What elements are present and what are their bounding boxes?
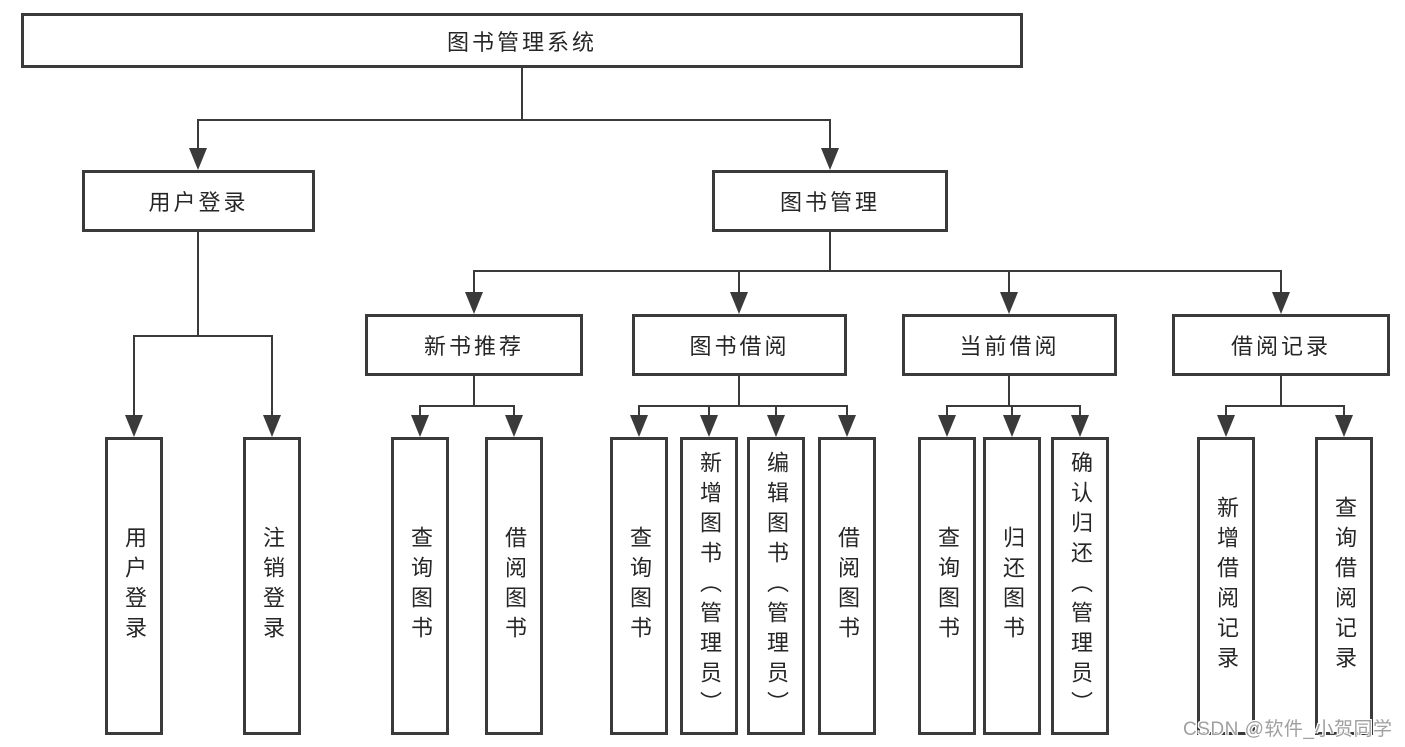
node-label: 新增借阅记录 [1214, 496, 1239, 676]
arrowhead-down-icon [1272, 292, 1290, 314]
connector-stem [513, 405, 515, 417]
connector-stem [133, 335, 135, 417]
connector-stem [1079, 405, 1081, 417]
node-label: 图书借阅 [689, 334, 790, 359]
node-current-borrowing: 当前借阅 [902, 314, 1117, 376]
connector-stem [419, 405, 421, 417]
connector-book-mgmt-trunk [829, 232, 831, 272]
connector-stem [1225, 405, 1227, 417]
leaf-add-books-admin: 新增图书（管理员） [680, 437, 738, 735]
node-label: 借阅图书 [835, 526, 860, 646]
connector-level2-branch [197, 119, 831, 121]
connector-user-login-trunk [197, 232, 199, 337]
node-label: 新书推荐 [423, 334, 524, 359]
connector-records-trunk [1280, 376, 1282, 407]
node-book-borrowing: 图书借阅 [632, 314, 847, 376]
connector-stem [738, 270, 740, 294]
arrowhead-down-icon [630, 415, 648, 437]
node-label: 确认归还（管理员） [1068, 451, 1093, 721]
arrowhead-down-icon [730, 292, 748, 314]
node-label: 新增图书（管理员） [697, 451, 722, 721]
connector-current-trunk [1008, 376, 1010, 407]
connector-stem [775, 405, 777, 417]
node-label: 编辑图书（管理员） [764, 451, 789, 721]
node-label: 用户登录 [122, 526, 147, 646]
leaf-edit-books-admin: 编辑图书（管理员） [747, 437, 805, 735]
arrowhead-down-icon [1335, 415, 1353, 437]
csdn-watermark: CSDN @软件_小贺同学 [1183, 719, 1393, 740]
arrowhead-down-icon [767, 415, 785, 437]
connector-borrowing-branch [638, 405, 848, 407]
connector-stem [197, 119, 199, 152]
arrowhead-down-icon [1000, 292, 1018, 314]
connector-root-trunk [521, 68, 523, 120]
connector-stem [1280, 270, 1282, 294]
leaf-return-books: 归还图书 [983, 437, 1041, 735]
arrowhead-down-icon [821, 148, 839, 170]
node-label: 查询借阅记录 [1332, 496, 1357, 676]
node-label: 借阅记录 [1230, 334, 1331, 359]
connector-records-branch [1225, 405, 1345, 407]
arrowhead-down-icon [1071, 415, 1089, 437]
connector-recommend-branch [419, 405, 515, 407]
leaf-logout-login: 注销登录 [243, 437, 301, 735]
node-label: 查询图书 [408, 526, 433, 646]
connector-level3-branch [473, 270, 1282, 272]
node-book-management: 图书管理 [712, 170, 948, 232]
arrowhead-down-icon [505, 415, 523, 437]
connector-stem [473, 270, 475, 294]
node-label: 查询图书 [627, 526, 652, 646]
connector-stem [946, 405, 948, 417]
leaf-borrowing-borrow-books: 借阅图书 [818, 437, 876, 735]
leaf-user-login: 用户登录 [105, 437, 163, 735]
connector-user-login-branch [133, 335, 273, 337]
arrowhead-down-icon [125, 415, 143, 437]
node-label: 图书管理 [779, 190, 880, 215]
leaf-current-query-books: 查询图书 [918, 437, 976, 735]
arrowhead-down-icon [938, 415, 956, 437]
leaf-recommend-query-books: 查询图书 [391, 437, 449, 735]
arrowhead-down-icon [263, 415, 281, 437]
node-label: 用户登录 [148, 190, 249, 215]
node-borrowing-records: 借阅记录 [1172, 314, 1390, 376]
connector-stem [1011, 405, 1013, 417]
connector-current-branch [946, 405, 1081, 407]
node-label: 查询图书 [935, 526, 960, 646]
connector-recommend-trunk [473, 376, 475, 407]
node-label: 注销登录 [260, 526, 285, 646]
connector-stem [1343, 405, 1345, 417]
arrowhead-down-icon [700, 415, 718, 437]
node-new-book-recommendation: 新书推荐 [365, 314, 583, 376]
leaf-recommend-borrow-books: 借阅图书 [485, 437, 543, 735]
connector-stem [846, 405, 848, 417]
arrowhead-down-icon [465, 292, 483, 314]
arrowhead-down-icon [1217, 415, 1235, 437]
connector-stem [638, 405, 640, 417]
arrowhead-down-icon [411, 415, 429, 437]
connector-stem [271, 335, 273, 417]
connector-borrowing-trunk [738, 376, 740, 407]
leaf-confirm-return-admin: 确认归还（管理员） [1051, 437, 1109, 735]
connector-stem [829, 119, 831, 152]
arrowhead-down-icon [189, 148, 207, 170]
node-label: 当前借阅 [959, 334, 1060, 359]
connector-stem [708, 405, 710, 417]
leaf-add-borrow-record: 新增借阅记录 [1197, 437, 1255, 735]
node-user-login: 用户登录 [82, 170, 315, 232]
node-label: 借阅图书 [502, 526, 527, 646]
arrowhead-down-icon [838, 415, 856, 437]
leaf-query-borrow-record: 查询借阅记录 [1315, 437, 1373, 735]
connector-stem [1008, 270, 1010, 294]
node-library-management-system: 图书管理系统 [21, 13, 1023, 68]
node-label: 图书管理系统 [446, 29, 597, 55]
arrowhead-down-icon [1003, 415, 1021, 437]
leaf-borrowing-query-books: 查询图书 [610, 437, 668, 735]
node-label: 归还图书 [1000, 526, 1025, 646]
